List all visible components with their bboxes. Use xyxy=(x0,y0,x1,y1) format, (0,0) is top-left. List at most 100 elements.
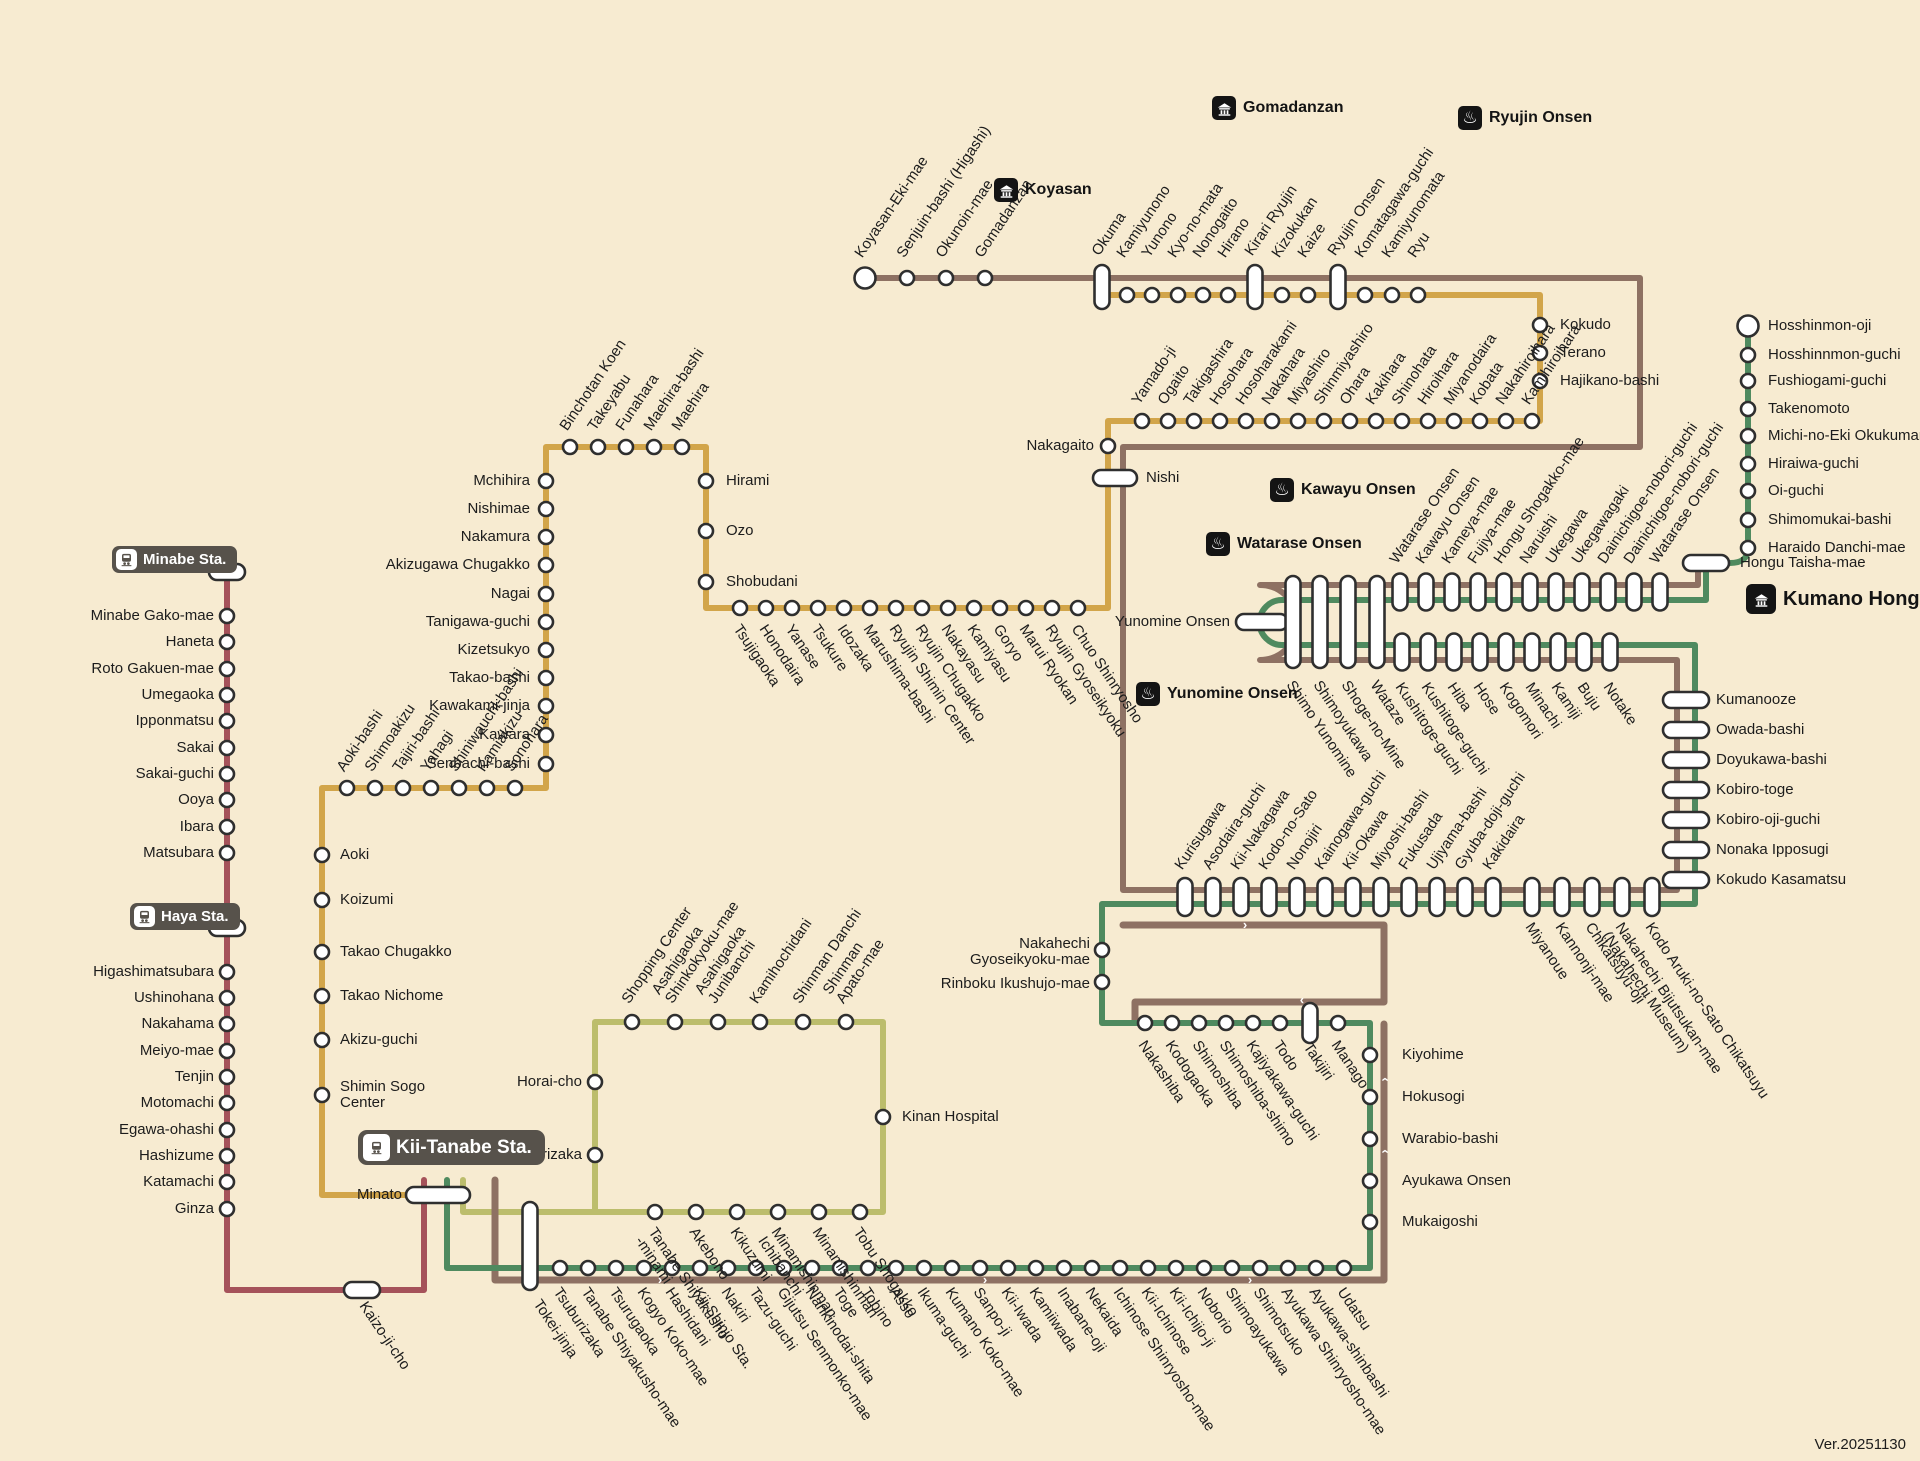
station-marker xyxy=(1409,286,1427,304)
station-marker xyxy=(1139,1259,1157,1277)
station-marker xyxy=(218,791,236,809)
station-marker xyxy=(1417,572,1435,612)
station-marker xyxy=(218,1121,236,1139)
station-marker xyxy=(709,1013,727,1031)
kodo-trail-main xyxy=(491,1020,1388,1284)
station-marker xyxy=(835,599,853,617)
hongu-line-green xyxy=(444,323,1751,1271)
hot-spring-icon: ♨ xyxy=(1206,532,1230,556)
station-marker xyxy=(1284,574,1302,670)
station-marker xyxy=(1393,632,1411,672)
station-marker xyxy=(1372,876,1390,918)
station-marker xyxy=(1246,263,1264,311)
station-marker xyxy=(313,1031,331,1049)
station-marker xyxy=(623,1013,641,1031)
station-marker xyxy=(422,779,440,797)
station-marker xyxy=(1244,1014,1262,1032)
train-station-badge-label: Minabe Sta. xyxy=(143,551,227,568)
station-marker xyxy=(851,1203,869,1221)
station-marker xyxy=(697,522,715,540)
station-marker xyxy=(1739,482,1757,500)
station-marker xyxy=(1400,876,1418,918)
station-marker xyxy=(551,1259,569,1277)
station-marker xyxy=(218,633,236,651)
train-station-badge-label: Haya Sta. xyxy=(161,908,229,925)
station-marker xyxy=(1301,1001,1319,1045)
station-marker xyxy=(1167,1259,1185,1277)
station-marker xyxy=(697,472,715,490)
station-marker xyxy=(313,1086,331,1104)
station-marker xyxy=(561,438,579,456)
station-marker xyxy=(506,779,524,797)
station-marker xyxy=(1661,840,1711,860)
station-marker xyxy=(537,697,555,715)
station-marker xyxy=(719,1259,737,1277)
station-marker xyxy=(1169,286,1187,304)
train-icon xyxy=(116,549,137,570)
station-marker xyxy=(218,712,236,730)
temple-icon xyxy=(1746,584,1776,614)
badge-label: Kumano Hongu xyxy=(1783,587,1920,610)
station-marker xyxy=(1234,612,1290,632)
temple-badge: Kumano Hongu xyxy=(1746,584,1920,614)
station-marker xyxy=(1260,876,1278,918)
badge-label: Koyasan xyxy=(1025,181,1092,198)
station-marker xyxy=(218,739,236,757)
station-marker xyxy=(521,1200,539,1292)
station-marker xyxy=(747,1259,765,1277)
station-marker xyxy=(1311,574,1329,670)
station-marker xyxy=(666,1013,684,1031)
station-marker xyxy=(1251,1259,1269,1277)
station-marker xyxy=(1484,876,1502,918)
station-marker xyxy=(537,641,555,659)
station-marker xyxy=(1625,572,1643,612)
station-marker xyxy=(1599,572,1617,612)
station-marker xyxy=(1263,412,1281,430)
station-marker xyxy=(218,1068,236,1086)
station-marker xyxy=(1739,455,1757,473)
train-station-badge: Kii-Tanabe Sta. xyxy=(358,1130,545,1165)
station-marker xyxy=(313,987,331,1005)
station-marker xyxy=(313,846,331,864)
station-marker xyxy=(1273,286,1291,304)
station-marker xyxy=(579,1259,597,1277)
station-marker xyxy=(218,686,236,704)
station-marker xyxy=(1341,412,1359,430)
station-marker xyxy=(1393,412,1411,430)
station-marker xyxy=(1271,1014,1289,1032)
station-marker xyxy=(1069,599,1087,617)
station-marker xyxy=(1495,572,1513,612)
kodo-trail-switchback xyxy=(1119,921,1388,1025)
train-icon xyxy=(363,1134,390,1161)
station-marker xyxy=(1190,1014,1208,1032)
station-marker xyxy=(1299,286,1317,304)
badge-label: Gomadanzan xyxy=(1243,99,1344,116)
station-marker xyxy=(1523,632,1541,672)
station-marker xyxy=(1391,572,1409,612)
onsen-badge: ♨ Watarase Onsen xyxy=(1206,532,1362,556)
station-marker xyxy=(794,1013,812,1031)
station-marker xyxy=(1194,286,1212,304)
station-marker xyxy=(1118,286,1136,304)
station-marker xyxy=(1043,599,1061,617)
station-marker xyxy=(1739,539,1757,557)
station-marker xyxy=(1739,372,1757,390)
station-marker xyxy=(1223,1259,1241,1277)
station-marker xyxy=(1521,572,1539,612)
station-marker xyxy=(965,599,983,617)
hot-spring-icon: ♨ xyxy=(1458,106,1482,130)
station-marker xyxy=(853,266,877,290)
station-marker xyxy=(1661,810,1711,830)
station-marker xyxy=(1176,876,1194,918)
station-marker xyxy=(1368,574,1386,670)
station-marker xyxy=(783,599,801,617)
station-marker xyxy=(218,1094,236,1112)
station-marker xyxy=(898,269,916,287)
onsen-badge: ♨Kawayu Onsen xyxy=(1270,478,1416,502)
station-marker xyxy=(1739,427,1757,445)
station-marker xyxy=(1651,572,1669,612)
station-marker xyxy=(218,1200,236,1218)
badge-label: Watarase Onsen xyxy=(1237,535,1362,552)
